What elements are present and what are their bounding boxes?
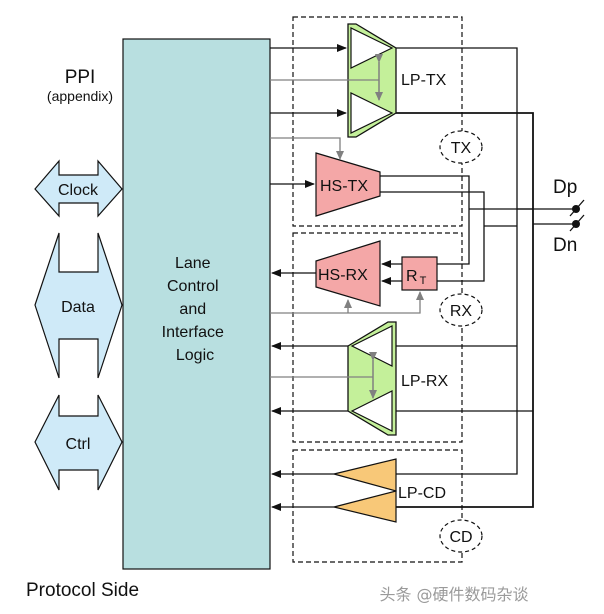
cd-group-tag: CD (439, 519, 483, 553)
ctrl-interface-arrow: Ctrl (34, 394, 123, 491)
hs-tx-dp-line (380, 175, 470, 265)
svg-text:CD: CD (449, 529, 472, 546)
hs-tx-dn-line (380, 191, 485, 282)
ppi-sublabel: (appendix) (47, 88, 113, 104)
lp-cd-block: LP-CD (333, 458, 446, 523)
hs-tx-block: HS-TX (315, 152, 381, 217)
data-interface-arrow: Data (34, 232, 123, 379)
dn-label: Dn (553, 235, 577, 256)
svg-text:TX: TX (451, 140, 472, 157)
ppi-label: PPI (65, 67, 96, 88)
clock-label: Clock (58, 182, 99, 199)
protocol-side-label: Protocol Side (26, 580, 139, 601)
hs-rx-label: HS-RX (318, 267, 368, 284)
tx-group-tag: TX (439, 130, 483, 164)
lp-rx-label: LP-RX (401, 373, 448, 390)
clock-interface-arrow: Clock (34, 159, 123, 218)
hs-tx-label: HS-TX (320, 178, 368, 195)
data-label: Data (61, 299, 95, 316)
rx-group-box (292, 232, 463, 443)
hs-rx-block: HS-RX (315, 240, 381, 307)
hs-tx-control (270, 137, 344, 160)
rx-group-tag: RX (439, 293, 483, 327)
hs-rx-rt-control (270, 291, 424, 314)
lane-control-logic-block (122, 38, 271, 570)
dn-pin-icon (569, 214, 585, 232)
tx-group-box (292, 16, 463, 227)
dp-label: Dp (553, 177, 577, 198)
ctrl-label: Ctrl (66, 436, 91, 453)
cd-group-box (292, 449, 463, 563)
svg-text:RX: RX (450, 303, 473, 320)
lp-tx-label: LP-TX (401, 72, 447, 89)
dn-bus (396, 112, 534, 508)
lane-logic-label: Lane Control and Interface Logic (162, 255, 229, 364)
dp-pin-icon (569, 199, 585, 217)
dp-bus (396, 47, 518, 475)
watermark: 头条 @硬件数码杂谈 (379, 585, 528, 604)
lp-cd-label: LP-CD (398, 485, 446, 502)
lp-rx-block: LP-RX (347, 321, 448, 436)
